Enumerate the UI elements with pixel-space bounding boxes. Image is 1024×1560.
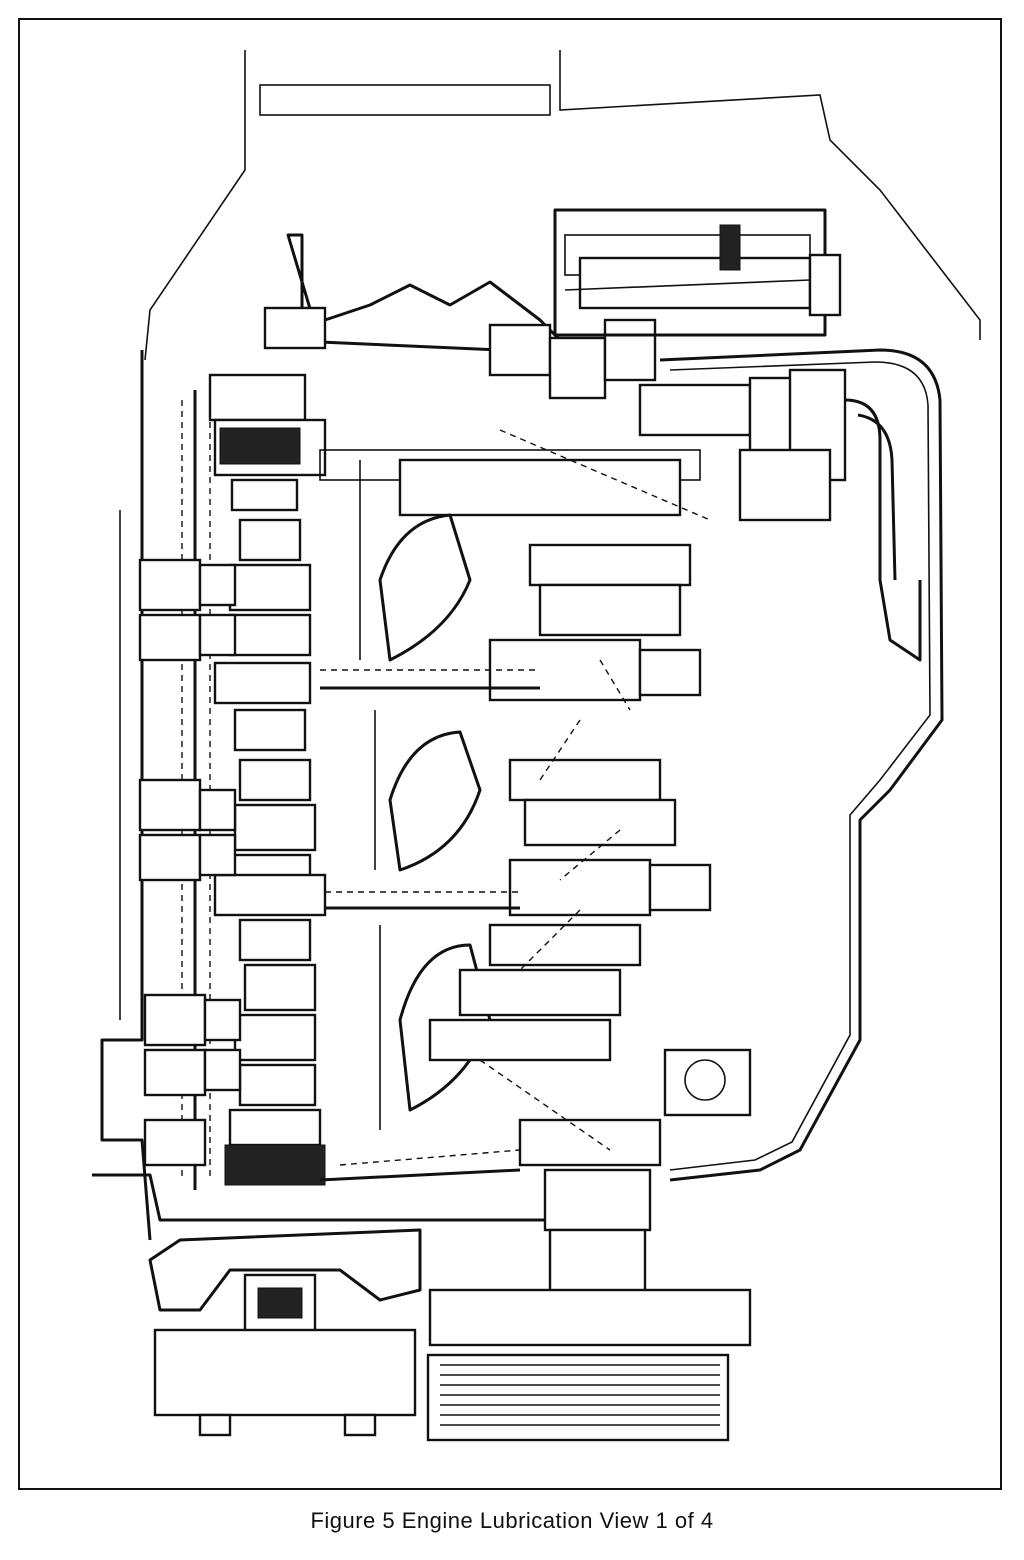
figure-caption: Figure 5 Engine Lubrication View 1 of 4: [310, 1508, 714, 1533]
camshaft: [208, 373, 327, 1186]
figure-frame: [18, 18, 1002, 1490]
valve-lifters: [138, 558, 242, 1167]
engine-block-outline: [144, 50, 981, 361]
cylinder-3: [398, 923, 752, 1167]
oil-pump: [148, 1228, 422, 1437]
oil-filter-assembly: [638, 368, 922, 662]
turbo-housing: [553, 208, 842, 337]
cylinder-head: [263, 233, 657, 400]
oil-passages: [319, 429, 711, 1182]
cylinder-2: [325, 730, 712, 917]
engine-lubrication-diagram: [92, 50, 981, 1442]
cam-gear: [219, 427, 301, 465]
oil-pan-outline: [659, 348, 944, 1182]
crankshaft-pulley: [426, 1288, 752, 1442]
cylinder-1: [320, 513, 702, 702]
